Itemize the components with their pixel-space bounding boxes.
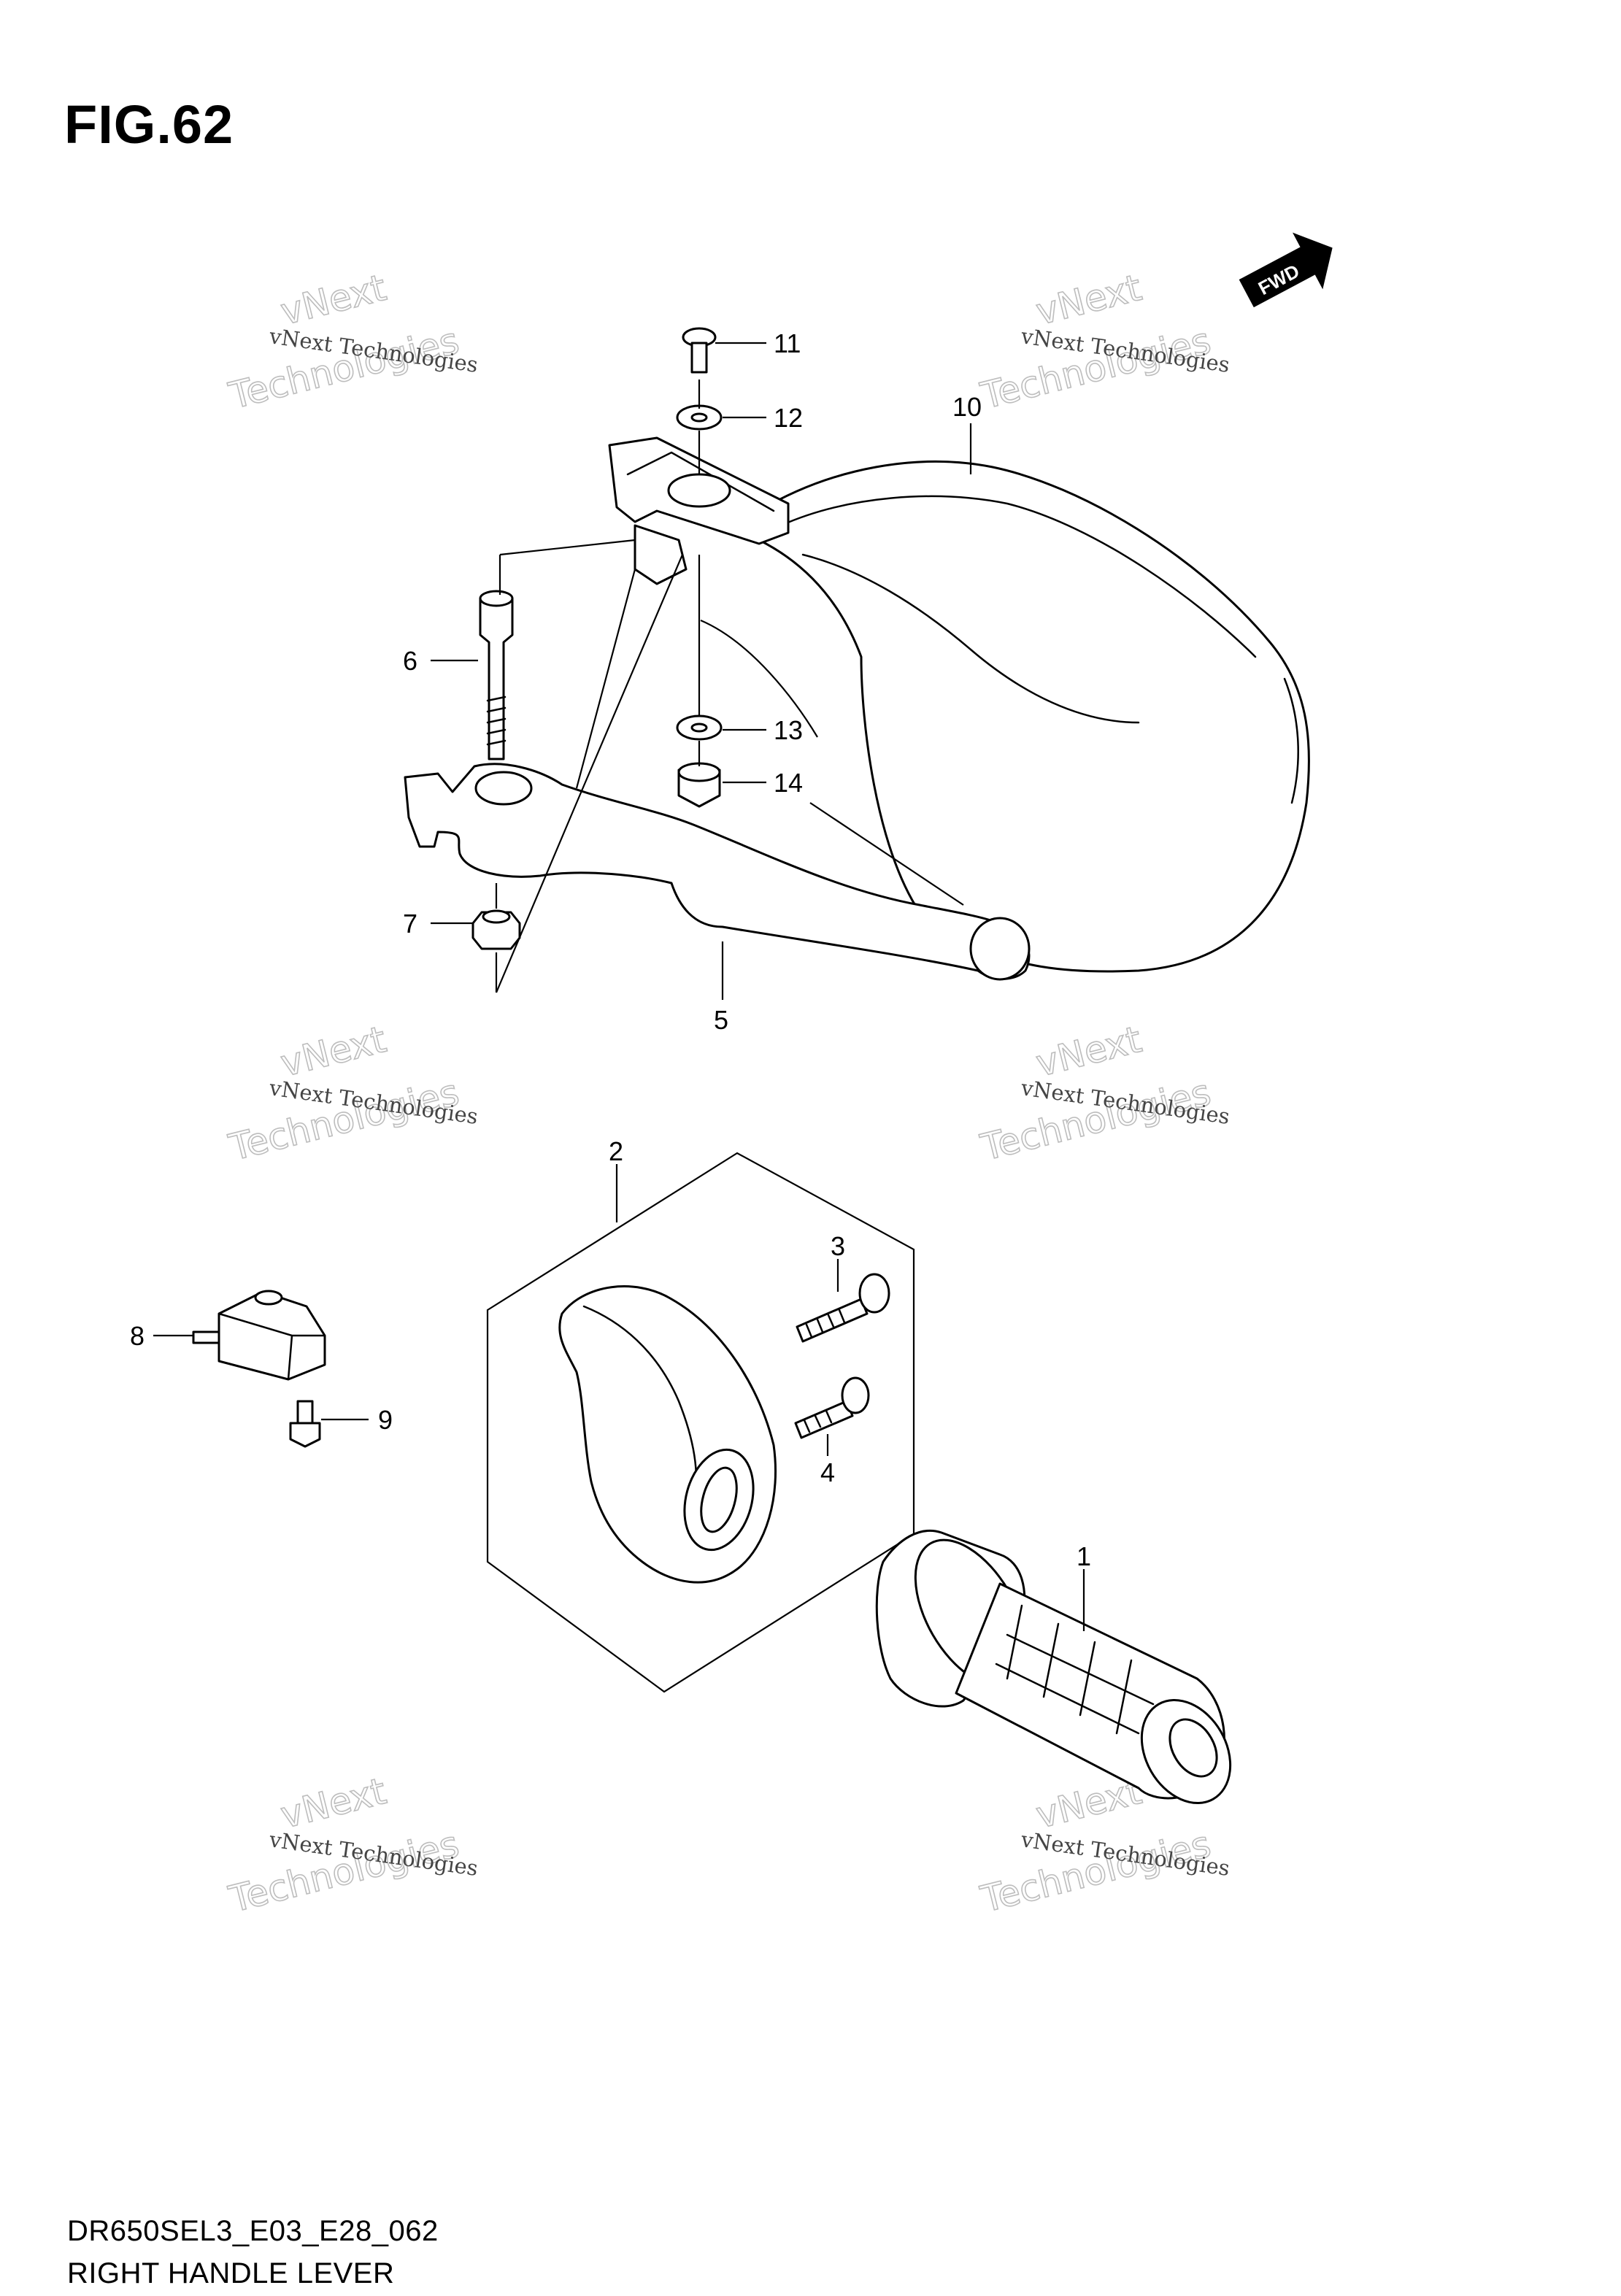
- callout-1: 1: [1077, 1541, 1091, 1571]
- svg-text:vNext: vNext: [1032, 266, 1146, 334]
- svg-text:vNext: vNext: [277, 1018, 390, 1085]
- svg-text:vNext: vNext: [1032, 1018, 1146, 1085]
- callout-9: 9: [378, 1405, 393, 1435]
- figure-code: DR650SEL3_E03_E28_062: [67, 2215, 439, 2247]
- callout-3: 3: [831, 1231, 845, 1261]
- callout-4: 4: [820, 1457, 835, 1487]
- watermark-top-left: vNext Technologies vNext Technologies: [224, 266, 480, 417]
- watermark-bottom-left: vNext Technologies vNext Technologies: [224, 1769, 480, 1921]
- svg-text:vNext: vNext: [277, 266, 390, 334]
- lever-holder: [558, 1285, 777, 1584]
- callout-12: 12: [774, 403, 803, 433]
- callout-5: 5: [714, 1005, 728, 1035]
- guard-mount-boss: [667, 473, 731, 508]
- svg-text:vNext: vNext: [277, 1770, 390, 1837]
- washer-12: [676, 404, 723, 431]
- callout-2: 2: [609, 1136, 623, 1166]
- brake-light-switch: [192, 1290, 326, 1381]
- washer-13: [676, 714, 723, 741]
- watermark-mid-right: vNext Technologies vNext Technologies: [976, 1017, 1231, 1169]
- callout-8: 8: [130, 1321, 145, 1351]
- assembly-guides: [495, 380, 818, 993]
- callout-10: 10: [952, 392, 982, 422]
- watermark-mid-left: vNext Technologies vNext Technologies: [224, 1017, 480, 1169]
- callout-7: 7: [403, 909, 417, 939]
- callout-11: 11: [774, 328, 801, 358]
- brake-lever: [404, 763, 1031, 981]
- forward-arrow-icon: FWD: [1239, 232, 1333, 308]
- lever-pivot-bolt: [479, 590, 514, 760]
- holder-bolt-4: [794, 1376, 870, 1439]
- holder-bolt-3: [796, 1273, 890, 1343]
- lever-nut: [471, 909, 521, 950]
- figure-title: FIG.62: [64, 94, 234, 155]
- throttle-grip: [875, 1529, 1232, 1805]
- watermark-top-right: vNext Technologies vNext Technologies: [976, 266, 1231, 417]
- callout-6: 6: [403, 646, 417, 676]
- figure-name: RIGHT HANDLE LEVER: [67, 2257, 395, 2289]
- leader-lines: [153, 342, 1085, 1631]
- callout-13: 13: [774, 715, 803, 745]
- callout-14: 14: [774, 768, 803, 798]
- switch-screw: [289, 1400, 321, 1448]
- hand-guard: [608, 436, 1310, 973]
- nut-14: [677, 762, 721, 808]
- screw-11: [682, 327, 717, 374]
